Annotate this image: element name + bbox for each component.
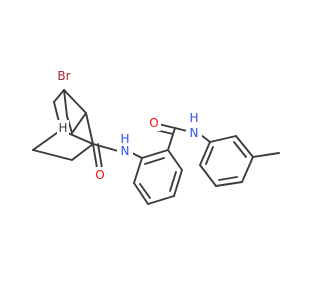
- bond: [131, 152, 143, 159]
- bond: [233, 141, 247, 158]
- amide-hydrogen-2: H: [187, 111, 201, 125]
- bond: [218, 176, 238, 181]
- hydrogen-label: H: [120, 132, 129, 146]
- carbonyl-oxygen-2: O: [147, 115, 161, 131]
- bond: [53, 89, 65, 103]
- amide-hydrogen-1: H: [118, 132, 132, 146]
- bond: [147, 195, 175, 205]
- bond: [167, 149, 183, 171]
- bond: [173, 169, 183, 197]
- hydrogen-label: H: [189, 111, 198, 125]
- bond: [200, 134, 211, 143]
- bromine-atom: Br: [54, 68, 76, 84]
- bond: [32, 129, 62, 151]
- bond: [144, 157, 165, 165]
- bond: [241, 156, 254, 183]
- bond: [174, 127, 188, 132]
- bond: [92, 143, 98, 169]
- bond-layer: [32, 89, 280, 205]
- bond: [141, 149, 169, 159]
- bond: [71, 112, 87, 134]
- bond: [252, 152, 280, 158]
- bond: [133, 157, 143, 184]
- chemical-structure-diagram: Br H O N H O N H: [32, 68, 280, 205]
- bond: [66, 115, 73, 134]
- bond: [71, 143, 94, 161]
- bond: [139, 183, 151, 199]
- bond: [199, 164, 217, 187]
- bond: [205, 146, 214, 165]
- bond: [92, 143, 112, 150]
- bond: [85, 112, 94, 145]
- bond: [63, 89, 68, 117]
- nitrogen-label: N: [190, 126, 199, 140]
- amide-nitrogen-2: N: [186, 125, 202, 141]
- bond: [110, 148, 119, 152]
- atom-label-layer: Br H O N H O N H: [54, 68, 202, 183]
- bond: [133, 182, 149, 205]
- bridgehead-hydrogen-atom: H: [57, 120, 69, 136]
- bond: [215, 181, 243, 187]
- bond: [63, 89, 87, 114]
- bond: [209, 135, 237, 143]
- amide-nitrogen-1: N: [117, 141, 133, 161]
- oxygen-label: O: [149, 116, 158, 130]
- bond: [97, 143, 103, 169]
- oxygen-label: O: [95, 168, 104, 182]
- bromine-label: Br: [57, 69, 70, 83]
- bond: [235, 135, 254, 158]
- bond: [32, 149, 73, 161]
- bond: [167, 127, 176, 151]
- nitrogen-label: N: [121, 144, 130, 158]
- hydrogen-label: H: [58, 121, 67, 135]
- bond: [169, 171, 177, 192]
- carbonyl-oxygen-1: O: [93, 167, 107, 183]
- bond: [199, 141, 211, 166]
